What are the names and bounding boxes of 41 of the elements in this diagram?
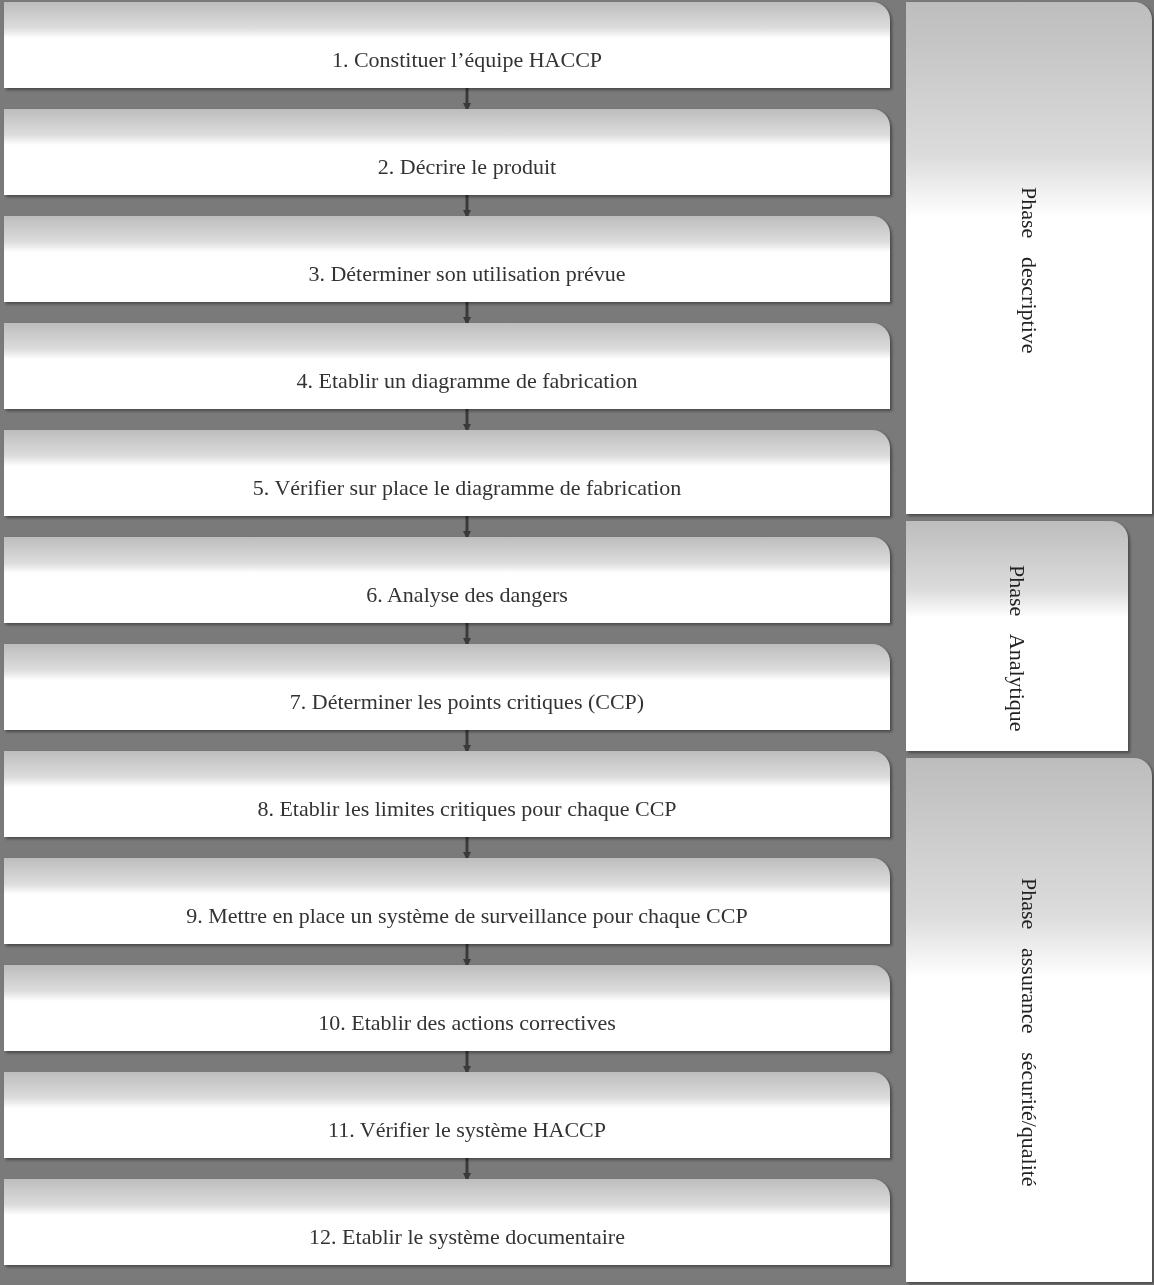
step-box bbox=[4, 537, 890, 623]
step-label: 4. Etablir un diagramme de fabrication bbox=[296, 367, 638, 395]
arrow bbox=[463, 944, 471, 967]
step-label: 12. Etablir le système documentaire bbox=[309, 1223, 625, 1251]
step-label: 8. Etablir les limites critiques pour chaque CCP bbox=[257, 795, 677, 823]
step-box bbox=[4, 2, 890, 88]
step-box bbox=[4, 430, 890, 516]
step-box bbox=[4, 109, 890, 195]
step-box bbox=[4, 1072, 890, 1158]
step-label: 9. Mettre en place un système de surveillance pour chaque CCP bbox=[186, 902, 748, 930]
phase-box bbox=[906, 521, 1128, 751]
arrow bbox=[463, 1158, 471, 1181]
phase-label: Phase descriptive bbox=[1016, 186, 1043, 354]
step-label: 11. Vérifier le système HACCP bbox=[328, 1116, 606, 1144]
step-box bbox=[4, 858, 890, 944]
arrow bbox=[463, 1051, 471, 1074]
step-label: 3. Déterminer son utilisation prévue bbox=[308, 260, 626, 288]
step-label: 5. Vérifier sur place le diagramme de fabrication bbox=[252, 474, 682, 502]
step-box bbox=[4, 644, 890, 730]
arrow bbox=[463, 195, 471, 218]
step-label: 10. Etablir des actions correctives bbox=[318, 1009, 616, 1037]
phase-box bbox=[906, 2, 1152, 514]
step-box bbox=[4, 751, 890, 837]
arrow bbox=[463, 302, 471, 325]
arrow bbox=[463, 516, 471, 539]
step-box bbox=[4, 1179, 890, 1265]
arrow bbox=[463, 623, 471, 646]
arrow bbox=[463, 837, 471, 860]
step-box bbox=[4, 965, 890, 1051]
step-label: 6. Analyse des dangers bbox=[366, 581, 568, 609]
step-label: 7. Déterminer les points critiques (CCP) bbox=[289, 688, 645, 716]
step-box bbox=[4, 216, 890, 302]
step-label: 2. Décrire le produit bbox=[377, 153, 557, 181]
step-label: 1. Constituer l’équipe HACCP bbox=[331, 46, 603, 74]
arrow bbox=[463, 88, 471, 111]
phase-label: Phase Analytique bbox=[1004, 564, 1031, 732]
step-box bbox=[4, 323, 890, 409]
arrow bbox=[463, 409, 471, 432]
phase-label: Phase assurance sécurité/qualité bbox=[1016, 877, 1043, 1187]
arrow bbox=[463, 730, 471, 753]
phase-box bbox=[906, 758, 1152, 1282]
